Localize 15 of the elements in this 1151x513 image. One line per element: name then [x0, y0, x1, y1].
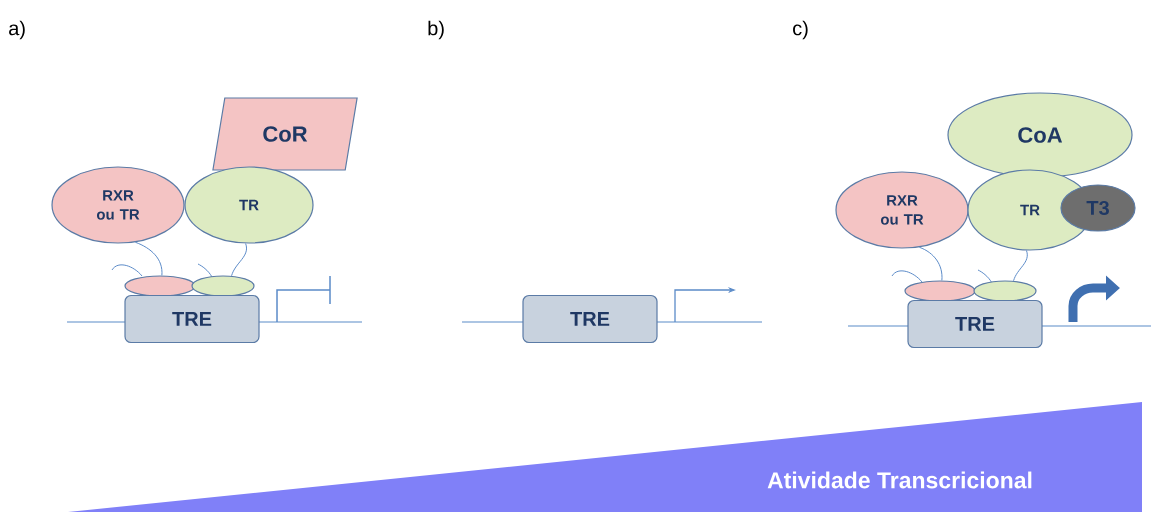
panel-label: c)	[793, 20, 808, 40]
binding-domain-ellipse	[191, 275, 255, 297]
linker-line	[134, 241, 163, 276]
response-element-box: TRE	[907, 299, 1043, 349]
linker-line	[918, 246, 943, 281]
binding-domain-ellipse	[973, 280, 1037, 302]
activity-ramp: Atividade Transcricional	[68, 402, 1142, 512]
panel-label: a)	[9, 20, 25, 40]
binding-domain-ellipse	[904, 280, 976, 302]
binding-domain-ellipse	[124, 275, 196, 297]
response-element-box: TRE	[124, 294, 260, 344]
linker-line	[1013, 250, 1028, 282]
panel-label: b)	[428, 20, 444, 40]
response-element-box: TRE	[522, 294, 658, 344]
linker-line	[231, 243, 247, 277]
